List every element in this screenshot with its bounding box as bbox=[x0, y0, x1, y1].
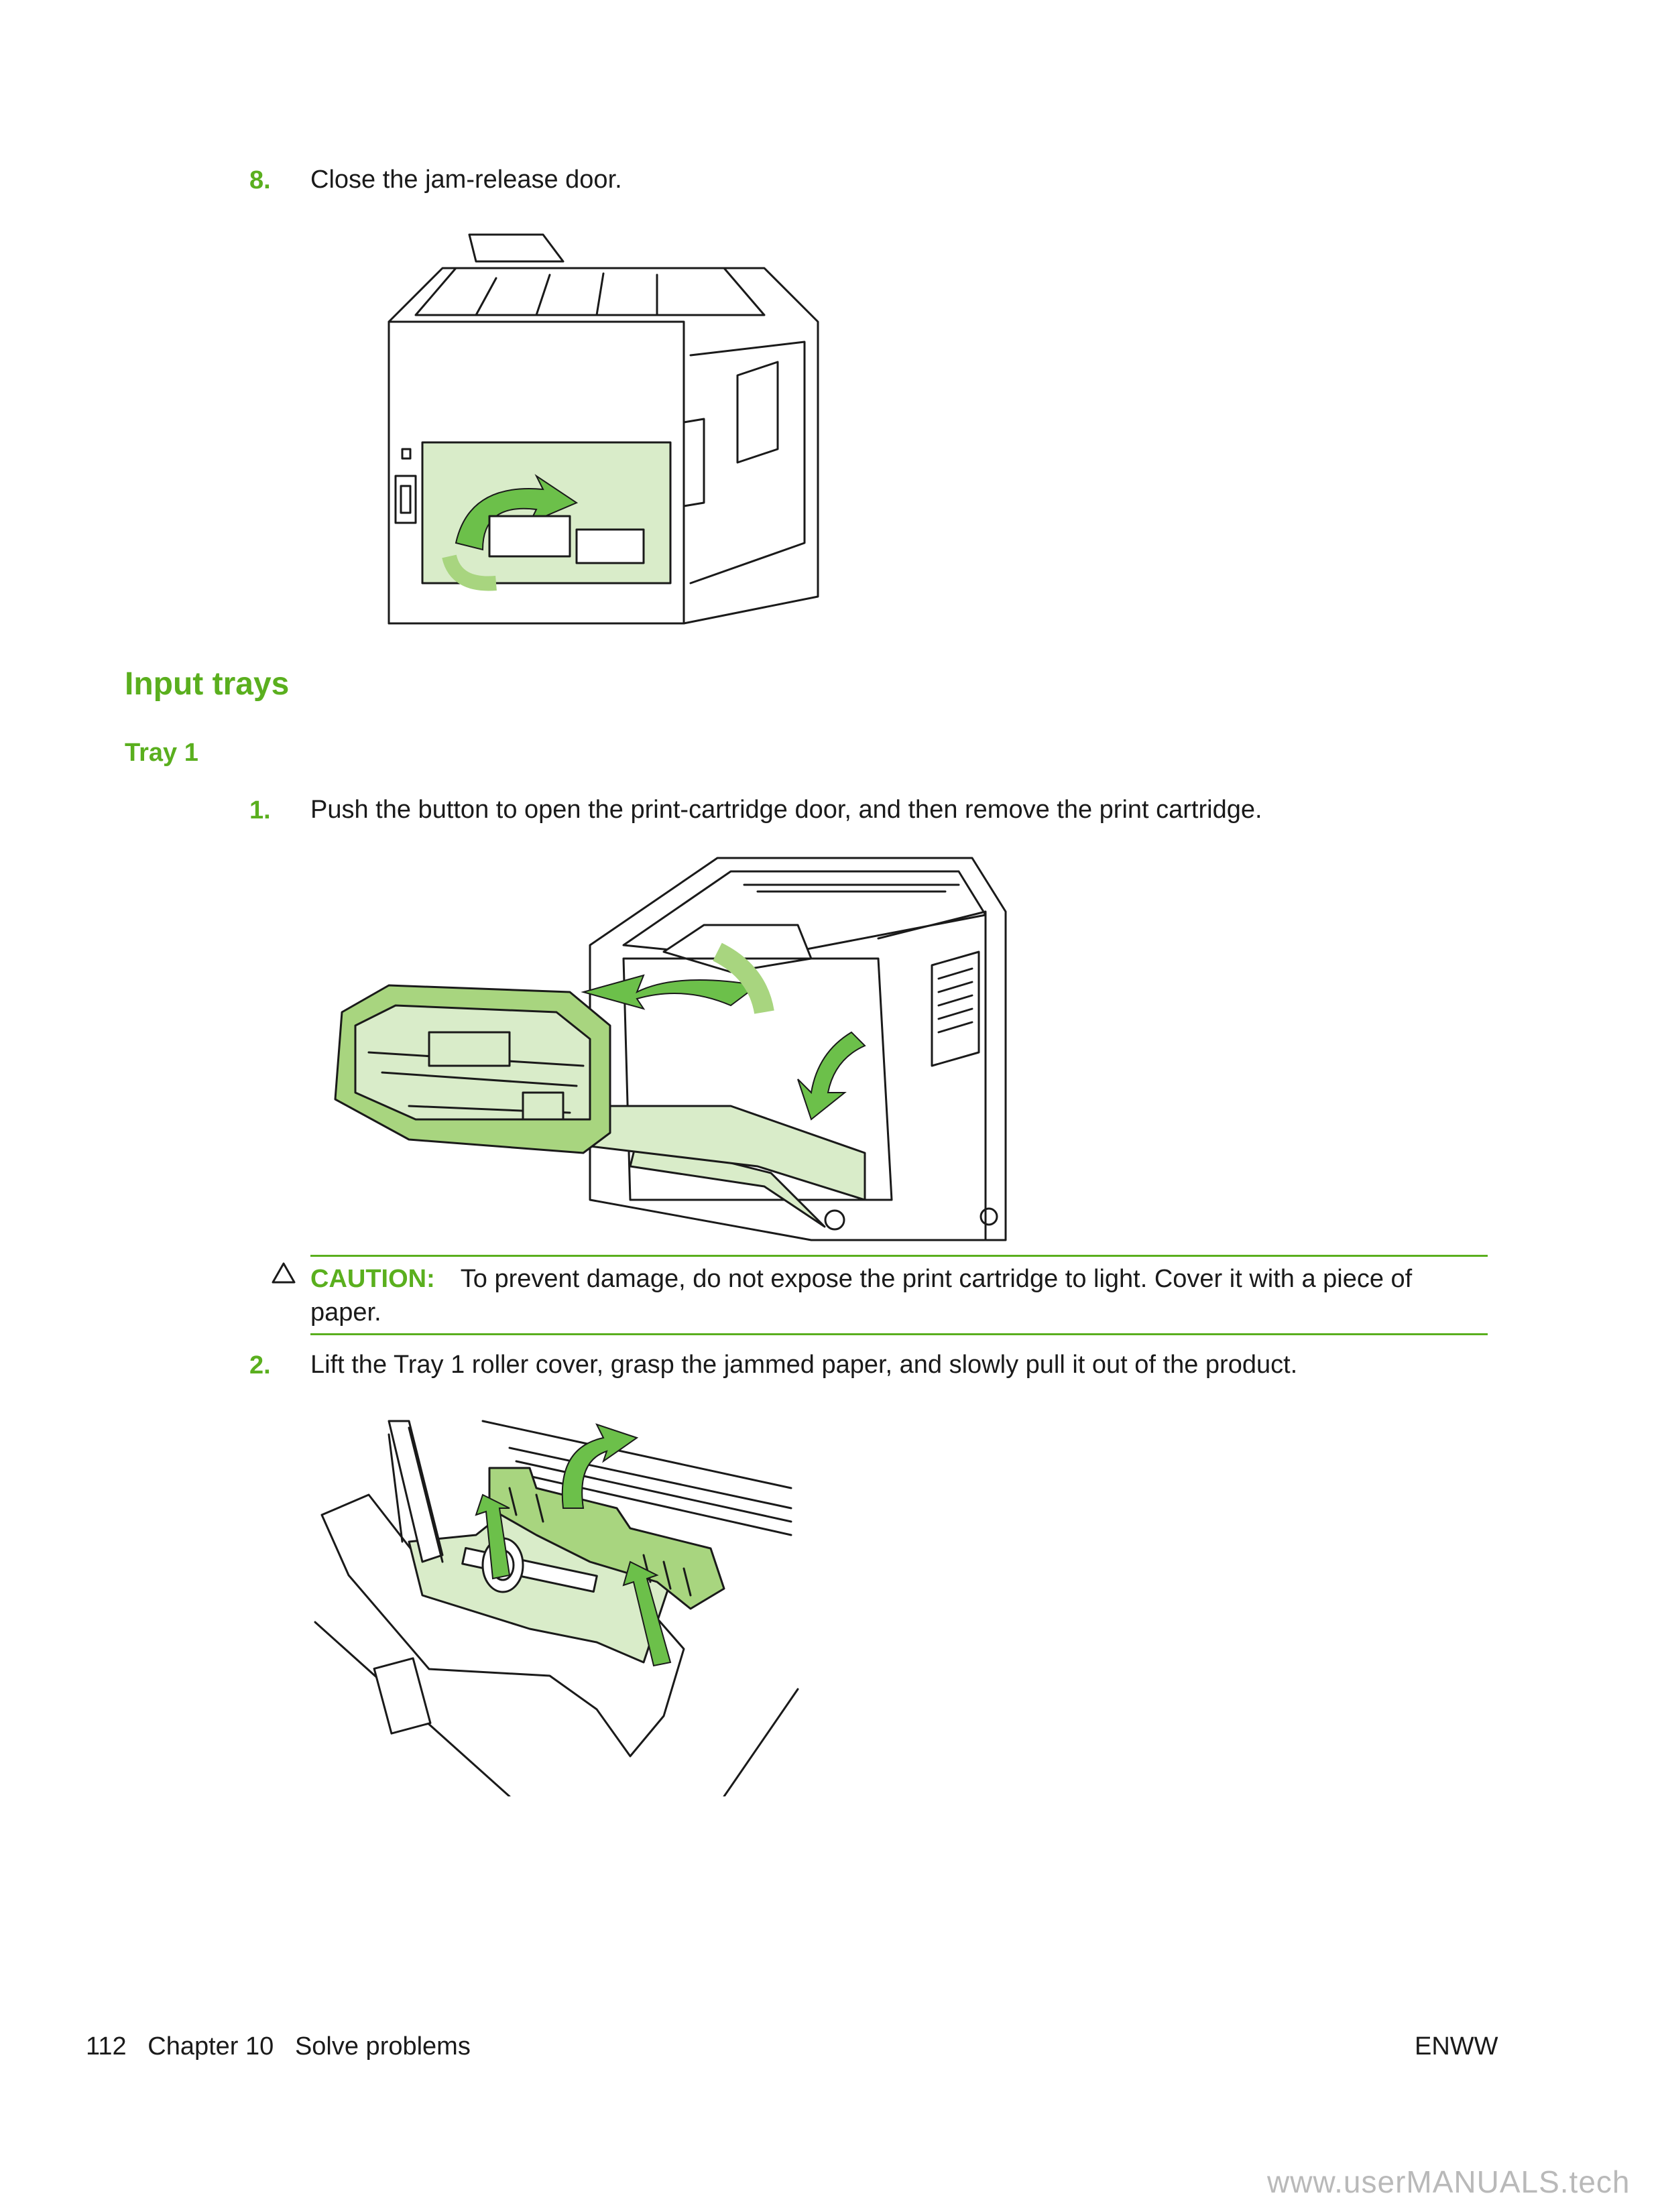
footer-locale: ENWW bbox=[1415, 2032, 1498, 2061]
caution-text: To prevent damage, do not expose the pri… bbox=[310, 1265, 1413, 1327]
footer-page-chapter: 112 Chapter 10 Solve problems bbox=[86, 2032, 471, 2061]
step-2-text: Lift the Tray 1 roller cover, grasp the … bbox=[310, 1351, 1298, 1379]
step-8-text: Close the jam-release door. bbox=[310, 166, 622, 194]
step-2-number: 2. bbox=[249, 1351, 271, 1379]
caution-note: CAUTION:To prevent damage, do not expose… bbox=[310, 1255, 1488, 1335]
subsection-heading: Tray 1 bbox=[125, 739, 198, 767]
step-1-text: Push the button to open the print-cartri… bbox=[310, 796, 1262, 824]
section-heading: Input trays bbox=[125, 666, 290, 702]
printer-rear-jam-door-illustration bbox=[388, 233, 819, 625]
tray-1-roller-cover-illustration bbox=[314, 1420, 799, 1796]
step-1-number: 1. bbox=[249, 796, 271, 824]
watermark-text: www.userMANUALS.tech bbox=[1267, 2164, 1630, 2199]
step-8-number: 8. bbox=[249, 166, 271, 194]
warning-triangle-icon bbox=[272, 1262, 296, 1284]
printer-front-cartridge-removal-illustration bbox=[334, 857, 1007, 1241]
caution-label: CAUTION: bbox=[310, 1265, 435, 1293]
